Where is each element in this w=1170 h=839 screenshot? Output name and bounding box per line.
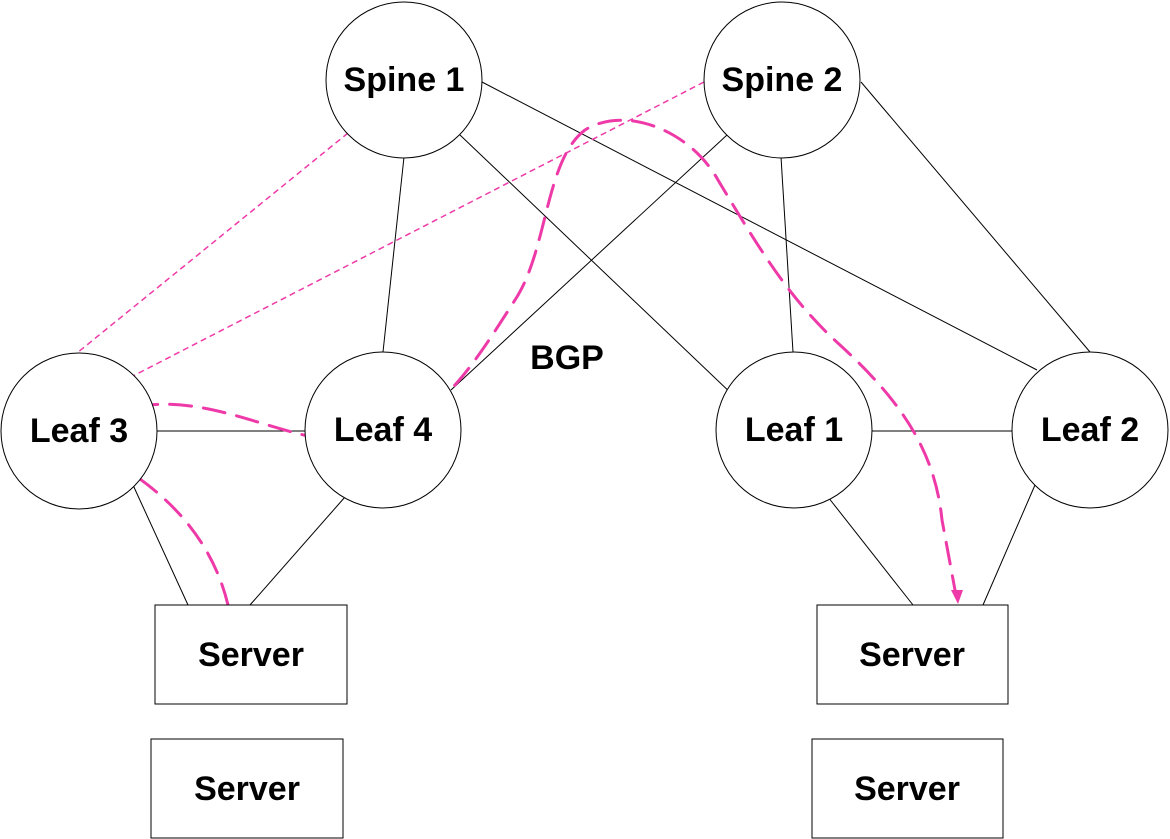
label-server-left-bottom: Server [194,770,300,808]
node-spine1: Spine 1 [325,1,483,159]
label-bgp: BGP [530,339,604,377]
server-left-top: Server [154,604,348,705]
label-spine1: Spine 1 [344,61,465,99]
link-leaf2-server [982,484,1036,606]
solid-links [132,81,1091,606]
link-spine2-leaf4 [450,134,728,391]
label-server-right-bottom: Server [854,770,960,808]
link-leaf4-server [249,496,346,606]
dotted-link-spine2-leaf3 [132,81,705,377]
label-leaf3: Leaf 3 [30,412,128,450]
server-right-top: Server [816,604,1009,705]
node-leaf4: Leaf 4 [304,351,462,509]
link-spine2-leaf1 [780,156,794,353]
traffic-path-arrowhead [951,590,963,604]
server-right-bottom: Server [811,738,1004,839]
link-spine1-leaf2 [481,81,1038,371]
node-leaf1: Leaf 1 [715,351,873,509]
dotted-links [76,81,705,377]
node-spine2: Spine 2 [703,1,861,159]
label-leaf4: Leaf 4 [334,411,432,449]
label-spine2: Spine 2 [722,61,843,99]
dotted-link-spine1-leaf3 [76,132,349,354]
server-left-bottom: Server [150,738,344,839]
link-spine2-leaf2 [860,81,1091,353]
label-server-right-top: Server [859,636,965,674]
label-leaf2: Leaf 2 [1041,411,1139,449]
label-leaf1: Leaf 1 [745,411,843,449]
link-spine1-leaf4 [382,156,405,353]
link-leaf1-server [827,496,914,606]
link-leaf3-server [132,484,189,606]
label-server-left-top: Server [198,636,304,674]
node-leaf2: Leaf 2 [1011,351,1169,509]
link-spine1-leaf1 [459,134,736,398]
node-leaf3: Leaf 3 [0,352,158,510]
